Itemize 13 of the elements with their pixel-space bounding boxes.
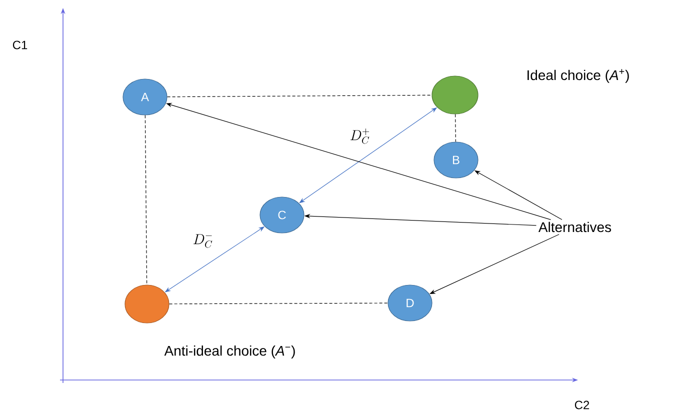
- axis-label: C1: [12, 40, 28, 50]
- edge-label: $D_C^-$: [194, 234, 212, 248]
- connector-line: [144, 115, 148, 285]
- choice-label: Ideal choice (A$^{+}$): [528, 69, 629, 83]
- connector-line: [167, 94, 432, 98]
- connector-line: [455, 114, 456, 142]
- edge-label: $D_C^+$: [350, 128, 370, 144]
- axis-label: C2: [574, 400, 590, 410]
- connector-line: [169, 302, 388, 304]
- callout-text: Alternatives: [538, 222, 612, 232]
- choice-label: Anti-ideal choice (A$^{−}$): [164, 345, 295, 359]
- choice-circle: [432, 76, 478, 114]
- choice-circle: [124, 284, 170, 324]
